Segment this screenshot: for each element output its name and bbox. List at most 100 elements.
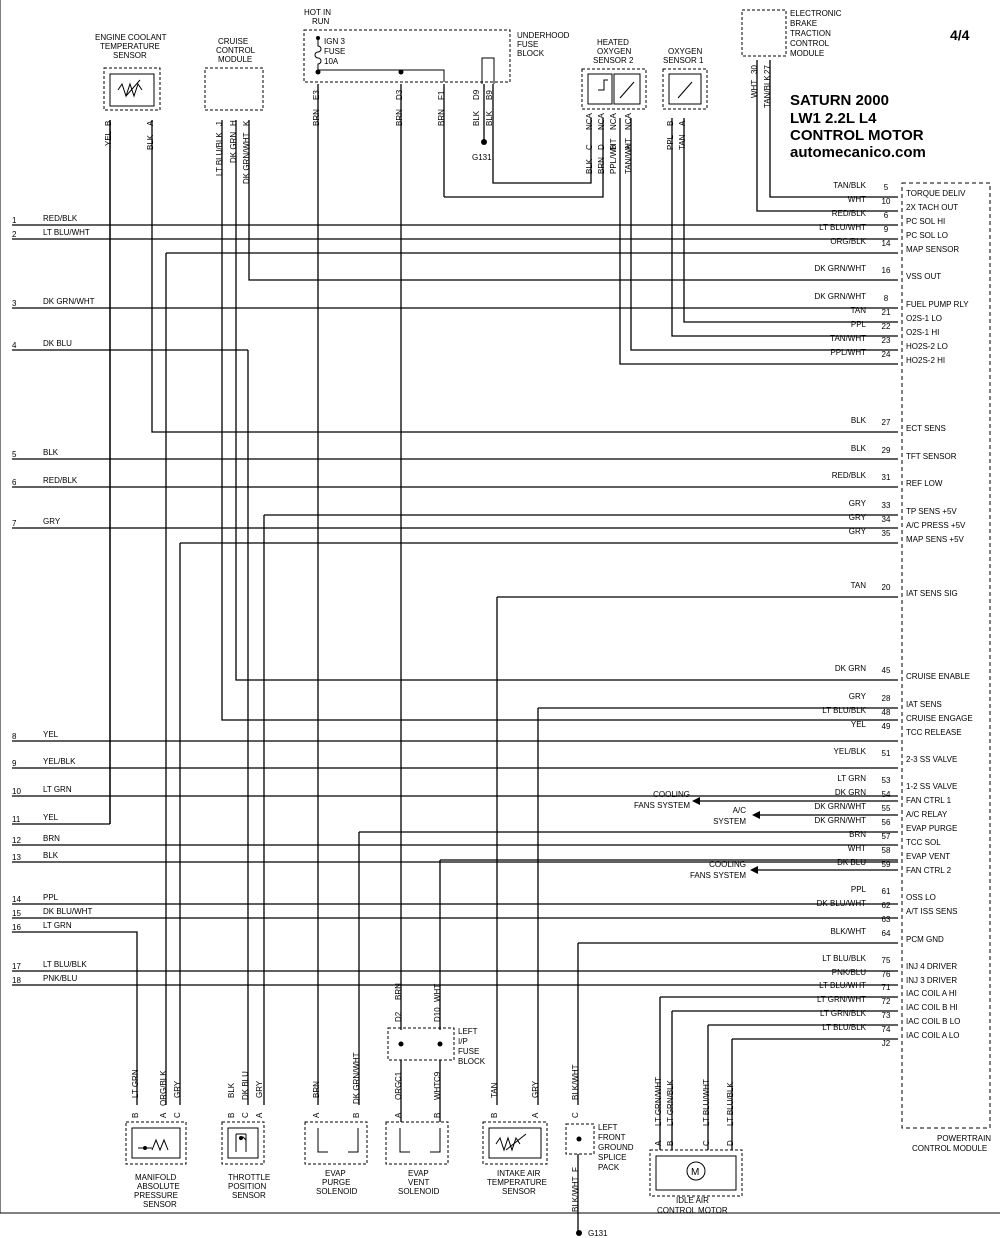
fuse-label-3: 10A	[324, 57, 339, 66]
pcm-wire-color: LT BLU/BLK	[822, 706, 866, 715]
pcm-pin-name: O2S-1 LO	[906, 314, 942, 323]
pcm-pin-number: 10	[882, 197, 891, 206]
hot-label-2: RUN	[312, 17, 330, 26]
pcm-pin-number: 63	[882, 915, 891, 924]
pcm-wire-color: LT BLU/BLK	[822, 1023, 866, 1032]
purge-wire: DK GRN/WHT	[352, 1052, 361, 1104]
purge-label-1: EVAP	[325, 1169, 346, 1178]
left-ref-color: BRN	[43, 834, 60, 843]
cruise-control-module: CRUISE CONTROL MODULE	[204, 37, 264, 111]
pcm-pin-name: REF LOW	[906, 479, 943, 488]
tan-o2-wire	[683, 118, 898, 323]
ppl-o2-wire	[671, 118, 898, 337]
output-label: COOLING	[709, 860, 746, 869]
left-ref-color: RED/BLK	[43, 476, 78, 485]
map-sensor: MANIFOLD ABSOLUTE PRESSURE SENSOR	[125, 1121, 187, 1209]
left-ref-color: LT BLU/BLK	[43, 960, 87, 969]
pcm-pin-name: TCC RELEASE	[906, 728, 962, 737]
ipfuse-wire: BRN	[394, 983, 403, 1000]
pcm-pin-name: A/C RELAY	[906, 810, 948, 819]
purge-pin: B	[352, 1113, 361, 1118]
ebtcm-label-5: MODULE	[790, 49, 824, 58]
left-ref-color: LT GRN	[43, 785, 72, 794]
pcm-wire-color: DK GRN	[835, 788, 866, 797]
ho2s-wire: TAN/WHT	[624, 138, 633, 174]
pcm-pin-name: CRUISE ENGAGE	[906, 714, 973, 723]
output-label: SYSTEM	[713, 817, 746, 826]
o2s-pin: A	[678, 120, 687, 126]
left-ref-number: 9	[12, 759, 17, 768]
pcm-box	[901, 182, 991, 1129]
left-ref-color: BLK	[43, 851, 59, 860]
pcm-wire-color: GRY	[849, 513, 867, 522]
purge-label-3: SOLENOID	[316, 1187, 358, 1196]
pcm-pin-name: HO2S-2 LO	[906, 342, 948, 351]
pcm-wire-color: TAN	[851, 306, 867, 315]
tps-label-1: THROTTLE	[228, 1173, 270, 1182]
title-site: automecanico.com	[790, 144, 926, 161]
pcm-pin-number: 31	[882, 473, 891, 482]
pplwht-wire	[619, 118, 898, 365]
iat-pin: B	[490, 1113, 499, 1118]
pcm-pin-number: 55	[882, 804, 891, 813]
ho2s-label-3: SENSOR 2	[593, 56, 634, 65]
iat-wire: TAN	[490, 1082, 499, 1098]
fuseblock-pin: E3	[312, 90, 321, 100]
pcm-pin-name: O2S-1 HI	[906, 328, 939, 337]
splice-label-2: FRONT	[598, 1133, 626, 1142]
pcm-pin-number: 9	[884, 225, 889, 234]
cruise-pin: J	[215, 122, 224, 126]
g131-top-label: G131	[472, 153, 492, 162]
o2s-wire: TAN	[678, 134, 687, 150]
pcm-pin-number: 23	[882, 336, 891, 345]
pcm-pin-number: 34	[882, 515, 891, 524]
pcm-pin-number: 59	[882, 860, 891, 869]
pcm-pin-number: 21	[882, 308, 891, 317]
pcm-pin-name: OSS LO	[906, 893, 936, 902]
left-ref-color: GRY	[43, 517, 61, 526]
left-ref-color: RED/BLK	[43, 214, 78, 223]
fuse-label-2: FUSE	[324, 47, 345, 56]
map-pin: B	[131, 1113, 140, 1118]
left-ref-number: 16	[12, 923, 21, 932]
title-line1: SATURN 2000	[790, 92, 889, 109]
pcm-pin-number: 73	[882, 1011, 891, 1020]
tps-wire: BLK	[227, 1082, 236, 1098]
iat-label-1: INTAKE AIR	[497, 1169, 541, 1178]
tps-label-3: SENSOR	[232, 1191, 266, 1200]
pcm-pin-name: MAP SENS +5V	[906, 535, 965, 544]
iac-wire: LT GRN/BLK	[666, 1079, 675, 1126]
tps-wire: DK BLU	[241, 1071, 250, 1100]
ipfuse-wire: WHT	[433, 984, 442, 1002]
splice-wire: BLK/WHT	[571, 1176, 580, 1212]
pcm-pin-name: IAT SENS SIG	[906, 589, 958, 598]
pcm-pin-number: J2	[882, 1039, 891, 1048]
tps-label-2: POSITION	[228, 1182, 266, 1191]
iat-label-3: SENSOR	[502, 1187, 536, 1196]
pcm-pin-name: VSS OUT	[906, 272, 941, 281]
pcm-wire-color: PNK/BLU	[832, 968, 866, 977]
map-label-4: SENSOR	[143, 1200, 177, 1209]
pcm-wire-color: YEL	[851, 720, 867, 729]
pcm-wire-color: ORG/BLK	[830, 237, 866, 246]
splice-wire: BLK/WHT	[571, 1064, 580, 1100]
left-ref-number: 12	[12, 836, 21, 845]
vent-wire: WHT	[433, 1082, 442, 1100]
heated-oxygen-sensor-2: HEATED OXYGEN SENSOR 2	[581, 38, 647, 110]
ect-wire: BLK	[146, 134, 155, 150]
cruise-pin: H	[229, 120, 238, 126]
pcm-wire-color: DK GRN/WHT	[814, 264, 866, 273]
left-ip-fuse-block: LEFT I/P FUSE BLOCK	[387, 1027, 486, 1066]
pcm-pin-name: HO2S-2 HI	[906, 356, 945, 365]
pcm-wire-color: BLK	[851, 444, 867, 453]
ect-pin: B	[104, 121, 113, 126]
left-ref-number: 17	[12, 962, 21, 971]
wht-ebtcm-wire	[756, 60, 898, 212]
left-ref-color: YEL	[43, 730, 59, 739]
pcm-pin-number: 71	[882, 983, 891, 992]
pcm-pin-name: TCC SOL	[906, 838, 941, 847]
fuseblock-label-1: UNDERHOOD	[517, 31, 570, 40]
pcm-pin-name: ECT SENS	[906, 424, 946, 433]
pcm-pin-number: 45	[882, 666, 891, 675]
pcm-pin-number: 28	[882, 694, 891, 703]
